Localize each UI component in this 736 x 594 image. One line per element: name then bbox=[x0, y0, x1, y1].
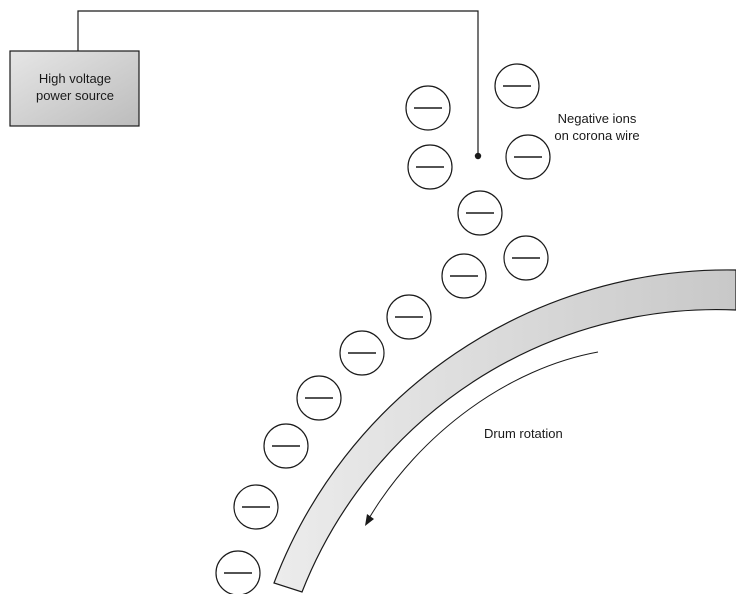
negative-ion bbox=[405, 85, 451, 131]
power-source-box: High voltage power source bbox=[9, 50, 140, 127]
arrow-head bbox=[365, 514, 374, 526]
drum-rotation-arrow bbox=[367, 351, 599, 521]
negative-ion bbox=[503, 235, 549, 281]
negative-ion bbox=[386, 294, 432, 340]
power-wire bbox=[77, 10, 479, 156]
drum-surface bbox=[273, 269, 736, 593]
negative-ion bbox=[505, 134, 551, 180]
drum-rotation-label: Drum rotation bbox=[484, 426, 563, 441]
negative-ion bbox=[215, 550, 261, 594]
negative-ion bbox=[339, 330, 385, 376]
negative-ion bbox=[263, 423, 309, 469]
power-source-line1: High voltage bbox=[39, 71, 111, 86]
corona-wire-dot bbox=[474, 152, 482, 160]
ions-label-line2: on corona wire bbox=[554, 128, 639, 143]
negative-ion bbox=[457, 190, 503, 236]
negative-ion bbox=[494, 63, 540, 109]
ions-label-line1: Negative ions bbox=[558, 111, 637, 126]
negative-ion bbox=[233, 484, 279, 530]
power-source-line2: power source bbox=[36, 88, 114, 103]
negative-ion bbox=[407, 144, 453, 190]
negative-ions-group bbox=[215, 63, 551, 594]
negative-ion bbox=[441, 253, 487, 299]
negative-ion bbox=[296, 375, 342, 421]
